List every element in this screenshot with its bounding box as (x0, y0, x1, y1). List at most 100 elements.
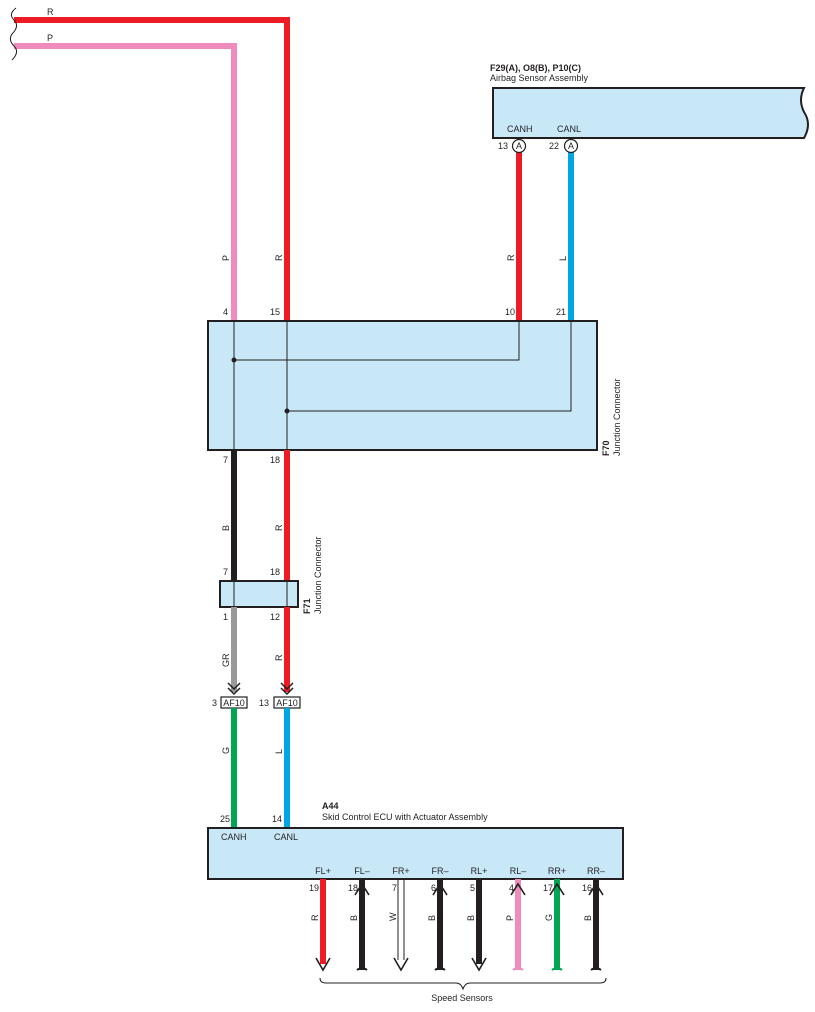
wire-label-ecu-canl: L (274, 749, 284, 754)
f70-id: F70 (601, 440, 611, 456)
ecu-sensor-label-frm: FR– (431, 866, 448, 876)
sensor-arrow-rlm (510, 882, 526, 896)
wire-label-f71-af10-gr: GR (221, 653, 231, 667)
sensor-wire-label-rlp: B (466, 915, 476, 921)
airbag-canl-pin: 22 (549, 141, 559, 151)
wire-label-r-input: R (47, 7, 54, 17)
wire-label-f70-f71-b: B (221, 525, 231, 531)
f71-pin-18: 18 (270, 567, 280, 577)
f70-internal-line-canl (286, 321, 572, 450)
wire-break-symbol (9, 7, 18, 61)
sensor-wire-label-flp: R (310, 914, 320, 921)
airbag-connector-letter-canl: A (568, 141, 574, 151)
sensor-wire-label-frm: B (427, 915, 437, 921)
input-wires: R P P R (9, 7, 290, 322)
ecu-canl-pin: 14 (272, 814, 282, 824)
ecu-sensor-pin-rrm: 16 (582, 883, 592, 893)
f71-id: F71 (302, 598, 312, 614)
skid-control-ecu: A44 Skid Control ECU with Actuator Assem… (207, 801, 624, 1003)
ecu-canh-label: CANH (221, 832, 247, 842)
f70-pin-4: 4 (223, 307, 228, 317)
ecu-sensor-pin-rlp: 5 (470, 883, 475, 893)
f71-box (219, 580, 299, 608)
sensor-wire-end-rlm (512, 967, 524, 971)
f71-af10-wires: GR R (221, 607, 294, 696)
sensor-wire-label-flm: B (349, 915, 359, 921)
connector-chevron-left (227, 682, 241, 696)
airbag-sensor-assembly: F29(A), O8(B), P10(C) Airbag Sensor Asse… (490, 63, 809, 322)
ecu-sensor-label-frp: FR+ (392, 866, 409, 876)
sensor-wire-frp (397, 879, 405, 960)
f71-internal-lines (233, 581, 288, 607)
airbag-canl-label: CANL (557, 124, 581, 134)
airbag-canh-pin: 13 (498, 141, 508, 151)
sensor-wires: FL+19RFL–18BFR+7WFR–6BRL+5BRL–4PRR+17GRR… (309, 866, 605, 972)
af10-ecu-wires: G L (221, 708, 290, 828)
f70-pin-10: 10 (505, 307, 515, 317)
f70-f71-wires: B R (221, 450, 290, 581)
ecu-sensor-pin-frm: 6 (431, 883, 436, 893)
connector-chevron-right (280, 682, 294, 696)
ecu-sensor-label-rrm: RR– (587, 866, 605, 876)
ecu-sensor-label-rrp: RR+ (548, 866, 566, 876)
af10-left-label: AF10 (223, 698, 245, 708)
junction-connector-f70: 4 15 10 21 7 18 F70 Junction Connector (207, 307, 622, 465)
f70-pin-15: 15 (270, 307, 280, 317)
ecu-sensor-label-flm: FL– (354, 866, 370, 876)
f70-pin-7: 7 (223, 455, 228, 465)
sensor-wire-label-rlm: P (505, 915, 515, 921)
sensor-arrow-rlp (471, 957, 487, 972)
sensor-arrow-rrm (588, 882, 604, 896)
ecu-canh-pin: 25 (220, 814, 230, 824)
f71-name: Junction Connector (313, 536, 323, 614)
sensor-wire-label-rrp: G (544, 914, 554, 921)
sensor-wire-end-frm (434, 967, 446, 971)
airbag-canh-label: CANH (507, 124, 533, 134)
ecu-name: Skid Control ECU with Actuator Assembly (322, 812, 488, 822)
f70-splice-canh (231, 357, 237, 363)
speed-sensors-label: Speed Sensors (431, 993, 493, 1003)
ecu-sensor-pin-frp: 7 (392, 883, 397, 893)
af10-connectors: AF10 AF10 3 13 (212, 696, 301, 709)
ecu-sensor-label-flp: FL+ (315, 866, 331, 876)
wire-label-ecu-canh: G (221, 747, 231, 754)
f70-box (207, 320, 598, 451)
speed-sensors-brace (319, 977, 607, 991)
airbag-name: Airbag Sensor Assembly (490, 73, 589, 83)
sensor-wire-end-rrp (551, 967, 563, 971)
sensor-arrow-flm (354, 882, 370, 896)
wire-label-r-vertical: R (274, 254, 284, 261)
ecu-canl-label: CANL (274, 832, 298, 842)
f70-name: Junction Connector (612, 378, 622, 456)
f70-pin-21: 21 (556, 307, 566, 317)
sensor-wire-label-frp: W (388, 912, 398, 921)
ecu-sensor-pin-rlm: 4 (509, 883, 514, 893)
wire-label-airbag-canh: R (506, 254, 516, 261)
ecu-sensor-label-rlm: RL– (510, 866, 527, 876)
ecu-id: A44 (322, 801, 339, 811)
airbag-id: F29(A), O8(B), P10(C) (490, 63, 581, 73)
wire-label-f71-af10-r: R (274, 654, 284, 661)
f70-splice-canl (284, 408, 290, 414)
f71-pin-1: 1 (223, 612, 228, 622)
ecu-sensor-pin-flp: 19 (309, 883, 319, 893)
sensor-arrow-flp (315, 957, 331, 972)
sensor-wire-end-rrm (590, 967, 602, 971)
airbag-box (492, 87, 809, 139)
wire-label-f70-f71-r: R (274, 524, 284, 531)
sensor-arrow-frm (432, 882, 448, 896)
f71-pin-7: 7 (223, 567, 228, 577)
wire-label-p-input: P (47, 33, 53, 43)
sensor-wire-label-rrm: B (583, 915, 593, 921)
sensor-wire-end-flm (356, 967, 368, 971)
airbag-connector-letter-canh: A (516, 141, 522, 151)
ecu-sensor-pin-flm: 18 (348, 883, 358, 893)
wire-label-p-vertical: P (221, 255, 231, 261)
f70-pin-18: 18 (270, 455, 280, 465)
af10-left-pin: 3 (212, 698, 217, 708)
sensor-arrow-frp (393, 957, 409, 972)
af10-right-pin: 13 (259, 698, 269, 708)
ecu-box (207, 827, 624, 880)
junction-connector-f71: 7 18 1 12 F71 Junction Connector (219, 536, 323, 622)
wire-p-input (14, 43, 237, 322)
